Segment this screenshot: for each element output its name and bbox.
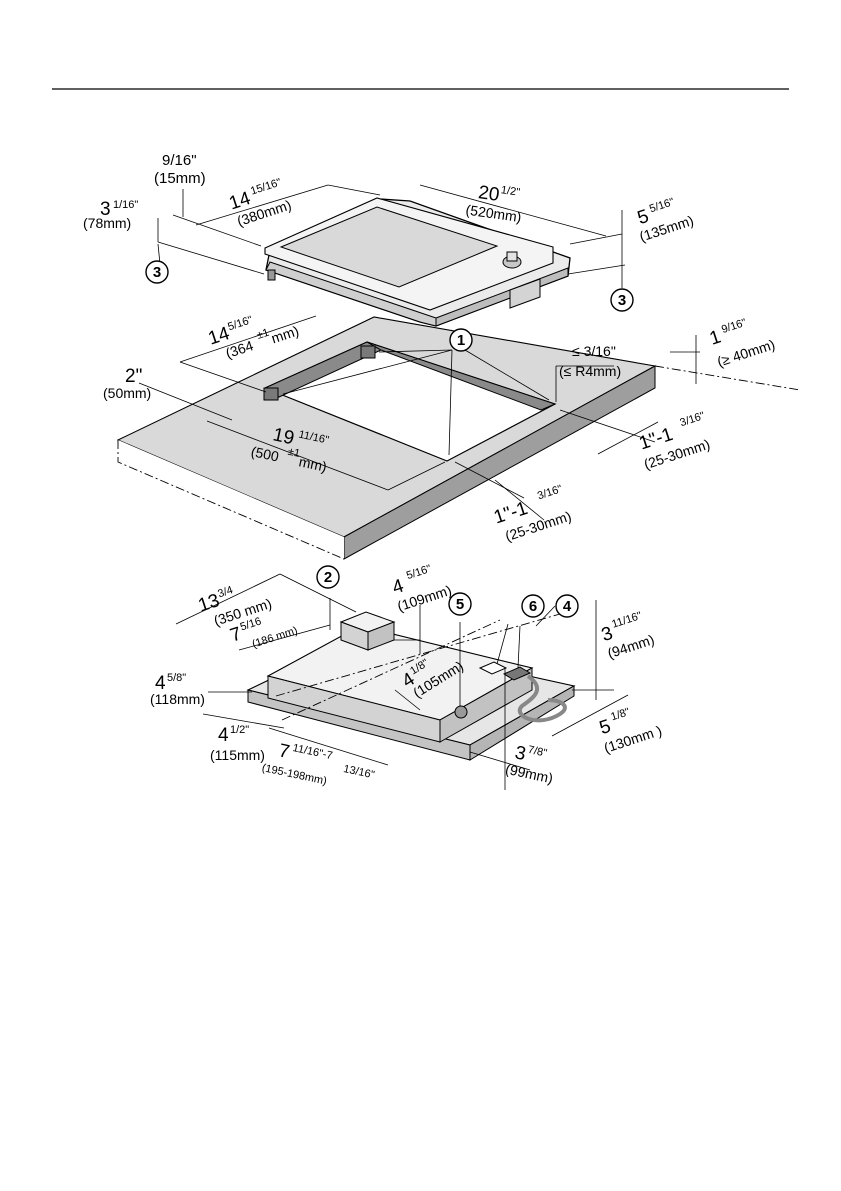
dim-box-height-frac: 5/16": [405, 563, 433, 582]
dim-cutout-length-main: 19: [271, 424, 296, 449]
drain-fitting-icon: [454, 705, 468, 719]
dim-drain-mm: (99mm): [504, 761, 555, 787]
bottom-unit: [246, 611, 576, 761]
dim-worktop-frac: 9/16": [720, 317, 748, 336]
dim-right-frac: 1/8": [609, 706, 631, 723]
dim-length-main: 20: [477, 182, 501, 206]
dim-length-mm: (520mm): [465, 202, 523, 226]
worktop: [116, 316, 801, 560]
dim-height-left-frac: 1/16": [113, 199, 138, 211]
svg-text:3: 3: [153, 264, 161, 281]
svg-text:3: 3: [618, 292, 626, 309]
dim-drain-frac: 7/8": [527, 744, 548, 760]
dim-left-margin-main: 2": [125, 366, 142, 387]
dim-front-frac2: 13/16": [342, 763, 375, 781]
dim-left-a-frac: 5/8": [167, 672, 186, 684]
dim-box-offset-mm: (186 mm): [251, 625, 299, 651]
middle-dimension-lines: [138, 315, 700, 521]
bottom-dimension-lines: [175, 573, 629, 790]
svg-text:5: 5: [456, 596, 464, 613]
dim-cutout-length-mm2: mm): [298, 453, 329, 474]
dim-box-height-mm: (109mm): [395, 582, 453, 615]
dim-length-frac: 1/2": [500, 184, 521, 199]
dim-left-b-main: 4: [218, 725, 229, 746]
dim-cutout-length-tol: ±1: [287, 446, 301, 460]
dim-height-left-mm: (78mm): [83, 215, 131, 231]
dim-depth-frac: 11/16": [610, 610, 643, 631]
dim-radius-mm: (≤ R4mm): [559, 363, 621, 379]
dim-depth-top-mm: (15mm): [154, 170, 206, 187]
dim-front-main: 7: [277, 740, 292, 763]
dim-front-frac: 11/16"-7: [292, 742, 334, 762]
callout-5: 5: [448, 592, 472, 616]
dim-left-margin-mm: (50mm): [103, 385, 151, 401]
connection-cable-icon: [517, 674, 567, 723]
dim-left-b-mm: (115mm): [210, 747, 265, 763]
dim-depth-top-main: 9/16": [162, 152, 197, 169]
dim-left-a-main: 4: [155, 673, 166, 694]
dim-worktop-mm: (≥ 40mm): [715, 336, 777, 370]
dim-width-frac: 15/16": [249, 176, 283, 197]
dim-cutout-length-mm: (500: [250, 443, 281, 465]
dim-radius-main: ≤ 3/16": [572, 343, 616, 359]
svg-text:1: 1: [457, 332, 465, 349]
callout-2: 2: [316, 565, 340, 589]
dim-cutout-width-tol: ±1: [255, 327, 270, 342]
dim-gap-front-frac: 3/16": [536, 483, 564, 502]
cooktop-unit: [264, 197, 571, 327]
svg-text:4: 4: [563, 598, 572, 615]
svg-text:2: 2: [324, 569, 332, 586]
dim-drain-main: 3: [513, 742, 528, 765]
dim-gap-right-frac: 3/16": [678, 410, 706, 429]
top-dimension-lines: [157, 184, 626, 288]
dim-height-right-frac: 5/16": [648, 196, 676, 215]
svg-text:6: 6: [529, 598, 537, 615]
dim-cutout-width-frac: 5/16": [226, 314, 254, 333]
dim-right-mm: (130mm ): [602, 722, 664, 756]
callout-1: 1: [449, 328, 473, 352]
dim-height-left-main: 3: [100, 199, 111, 220]
dim-left-b-frac: 1/2": [230, 724, 249, 736]
callout-3-right: 3: [610, 288, 634, 312]
callout-3-left: 3: [145, 260, 169, 284]
dim-left-a-mm: (118mm): [150, 691, 205, 707]
dim-cutout-width-mm2: mm): [269, 322, 301, 346]
dim-front-mm: (195-198mm): [261, 762, 328, 787]
callout-4: 4: [555, 594, 579, 618]
dim-bottom-width-frac: 3/4: [216, 584, 234, 600]
callout-6: 6: [521, 594, 545, 618]
